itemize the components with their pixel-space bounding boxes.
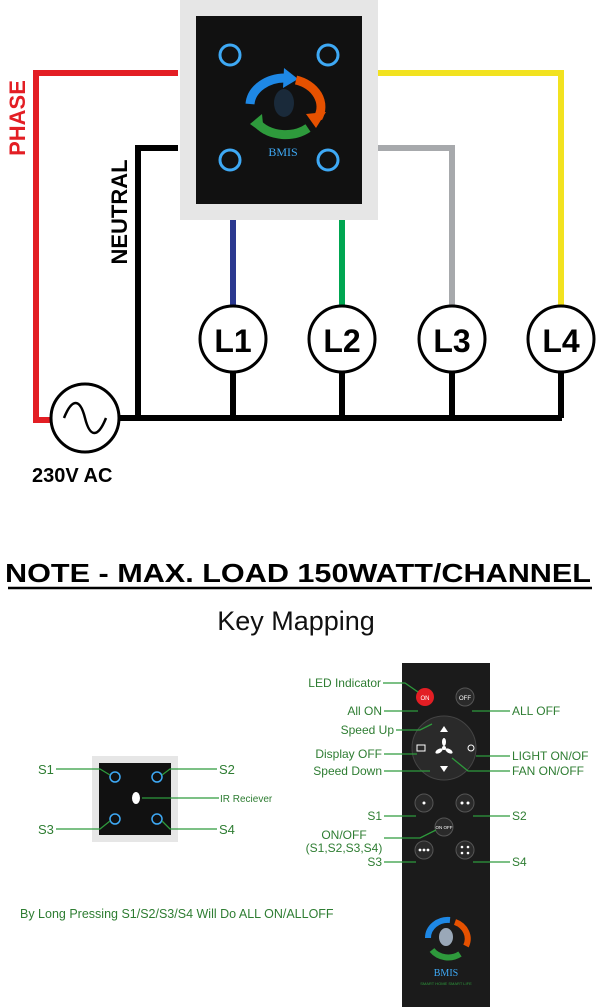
load-l3: L3	[417, 304, 487, 374]
remote-leaders	[383, 682, 510, 863]
switch-key-s1[interactable]	[109, 771, 121, 783]
dot-icon	[460, 851, 464, 855]
remote-s4-button[interactable]	[455, 840, 475, 860]
label-remote-s3: S3	[367, 855, 382, 869]
dot-icon	[422, 801, 426, 805]
switch-label-s1: S1	[38, 762, 54, 777]
label-all-on: All ON	[347, 704, 382, 718]
label-speed-up: Speed Up	[341, 723, 395, 737]
neutral-wire	[135, 145, 178, 418]
remote-tagline-text: SMART HOME SMART LIFE	[420, 981, 472, 986]
label-all-off: ALL OFF	[512, 704, 560, 718]
remote-s2-button[interactable]	[455, 793, 475, 813]
mini-switch	[92, 756, 178, 842]
dot-icon	[422, 848, 426, 852]
load-label: L2	[323, 323, 360, 359]
touch-key-top-right[interactable]	[316, 43, 340, 67]
label-speed-down: Speed Down	[313, 764, 382, 778]
switch-label-s2: S2	[219, 762, 235, 777]
dpad-center-fan-icon[interactable]	[435, 738, 454, 755]
dpad-down-arrow-icon[interactable]	[440, 766, 448, 772]
dot-icon	[466, 845, 470, 849]
load-l4: L4	[526, 304, 596, 374]
phase-wire	[33, 70, 178, 423]
l3-wire	[378, 145, 455, 306]
dot-icon	[460, 845, 464, 849]
remote-off-button[interactable]	[455, 687, 475, 707]
label-remote-s1: S1	[367, 809, 382, 823]
dpad-up-arrow-icon[interactable]	[440, 726, 448, 732]
label-light-on-off: LIGHT ON/OF	[512, 749, 588, 763]
wiring-diagram: BMIS PHASE NEUTRAL 230V AC L1 L2 L3 L4	[5, 0, 596, 487]
remote-bmis-logo-icon	[424, 916, 471, 961]
switch-label-s4: S4	[219, 822, 235, 837]
l4-wire	[378, 70, 564, 306]
dpad-left-display-icon[interactable]	[416, 744, 426, 752]
load-label: L4	[542, 323, 580, 359]
touch-key-bottom-right[interactable]	[316, 148, 340, 172]
sine-wave-icon	[62, 401, 108, 435]
dot-icon	[418, 848, 422, 852]
dpad-right-light-icon[interactable]	[467, 744, 475, 752]
load-l1: L1	[198, 304, 268, 374]
remote-on-text: ON	[421, 696, 430, 702]
remote-control: ON OFF ON OFF	[402, 663, 490, 1007]
mini-switch-leaders	[56, 768, 219, 830]
remote-onoff-text: ON OFF	[436, 825, 453, 830]
dot-icon	[426, 848, 430, 852]
label-display-off: Display OFF	[315, 747, 382, 761]
neutral-label: NEUTRAL	[107, 159, 132, 264]
key-mapping-title: Key Mapping	[217, 606, 375, 636]
load-label: L1	[214, 323, 251, 359]
switch-key-s4[interactable]	[151, 813, 163, 825]
label-remote-s2: S2	[512, 809, 527, 823]
switch-key-s3[interactable]	[109, 813, 121, 825]
remote-led-on-button[interactable]	[416, 688, 434, 706]
ir-receiver-dot	[132, 792, 140, 804]
label-led-indicator: LED Indicator	[308, 676, 381, 690]
switch-label-s3: S3	[38, 822, 54, 837]
dot-icon	[466, 801, 470, 805]
source-voltage-label: 230V AC	[32, 465, 112, 487]
long-press-footnote: By Long Pressing S1/S2/S3/S4 Will Do ALL…	[20, 907, 334, 921]
label-fan-on-off: FAN ON/OFF	[512, 764, 584, 778]
touch-key-bottom-left[interactable]	[218, 148, 242, 172]
remote-onoff-button[interactable]	[434, 817, 454, 837]
remote-off-text: OFF	[459, 696, 471, 702]
bmis-logo-icon	[245, 68, 326, 140]
dot-icon	[466, 851, 470, 855]
label-onoff-line1: ON/OFF	[321, 828, 366, 842]
touch-key-top-left[interactable]	[218, 43, 242, 67]
switch-label-ir: IR Reciever	[220, 794, 273, 805]
load-l2: L2	[307, 304, 377, 374]
load-label: L3	[433, 323, 470, 359]
switch-key-s2[interactable]	[151, 771, 163, 783]
phase-label: PHASE	[5, 80, 30, 156]
dot-icon	[460, 801, 464, 805]
max-load-note: NOTE - MAX. LOAD 150WATT/CHANNEL	[5, 558, 591, 588]
panel-brand-text: BMIS	[268, 145, 297, 159]
label-remote-s4: S4	[512, 855, 527, 869]
label-onoff-line2: (S1,S2,S3,S4)	[306, 841, 383, 855]
remote-brand-text: BMIS	[434, 968, 458, 979]
